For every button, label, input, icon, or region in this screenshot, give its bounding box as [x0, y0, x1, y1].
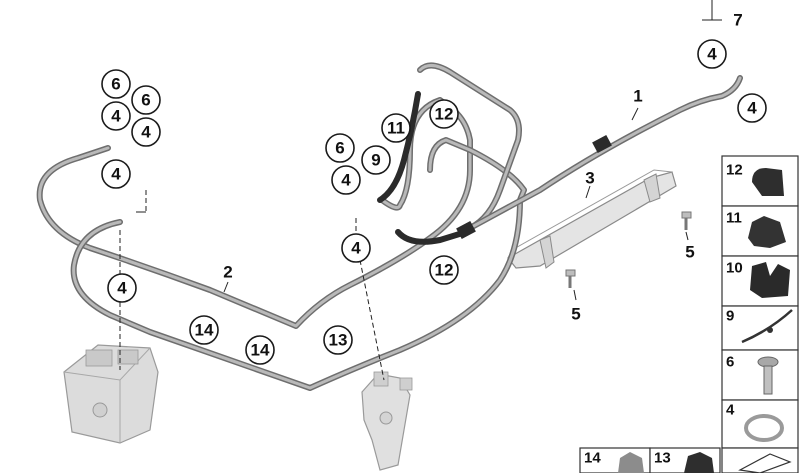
callout-11: 11 [381, 113, 411, 143]
svg-text:10: 10 [726, 260, 743, 277]
callout-4: 4 [101, 159, 131, 189]
svg-text:4: 4 [141, 123, 151, 142]
svg-text:14: 14 [195, 321, 214, 340]
svg-text:4: 4 [111, 165, 121, 184]
svg-text:4: 4 [117, 279, 127, 298]
brake-pipes [36, 62, 743, 391]
leader-lines [119, 0, 722, 381]
label-1: 1 [633, 87, 642, 106]
svg-text:4: 4 [726, 402, 735, 419]
label-5: 5 [571, 305, 580, 324]
svg-text:4: 4 [707, 45, 717, 64]
callout-14: 14 [189, 315, 219, 345]
svg-text:14: 14 [251, 341, 270, 360]
label-5: 5 [685, 243, 694, 262]
svg-text:6: 6 [111, 75, 120, 94]
svg-text:11: 11 [387, 119, 405, 138]
callout-4: 4 [697, 39, 727, 69]
svg-text:12: 12 [435, 105, 454, 124]
svg-text:4: 4 [747, 99, 757, 118]
legend-panel-6: 6 [721, 349, 799, 401]
label-2: 2 [223, 263, 232, 282]
svg-text:13: 13 [329, 331, 348, 350]
legend-panel-blank [721, 447, 799, 473]
label-7: 7 [733, 11, 742, 30]
master-cylinder-illustration [361, 371, 413, 471]
svg-text:9: 9 [371, 151, 380, 170]
svg-text:14: 14 [584, 450, 601, 467]
svg-text:9: 9 [726, 308, 734, 325]
svg-text:12: 12 [726, 162, 743, 179]
legend-panel-14: 14 [579, 447, 651, 473]
callout-6: 6 [101, 69, 131, 99]
callout-4: 4 [331, 165, 361, 195]
svg-text:13: 13 [654, 450, 671, 467]
svg-text:6: 6 [726, 354, 734, 371]
svg-text:4: 4 [111, 107, 121, 126]
legend-panel-4: 4 [721, 399, 799, 449]
legend-panel-13: 13 [649, 447, 721, 473]
callout-4: 4 [131, 117, 161, 147]
callout-12: 12 [429, 99, 459, 129]
callout-12: 12 [429, 255, 459, 285]
svg-text:6: 6 [141, 91, 150, 110]
callout-14: 14 [245, 335, 275, 365]
legend-panel-10: 10 [721, 255, 799, 307]
svg-text:12: 12 [435, 261, 454, 280]
callout-13: 13 [323, 325, 353, 355]
callout-6: 6 [131, 85, 161, 115]
callout-4: 4 [341, 233, 371, 263]
bolt-illustration [565, 211, 692, 288]
legend-panel-11: 11 [721, 205, 799, 257]
callout-4: 4 [101, 101, 131, 131]
callout-9: 9 [361, 145, 391, 175]
callout-6: 6 [325, 133, 355, 163]
callout-4: 4 [737, 93, 767, 123]
legend-panel-9: 9 [721, 305, 799, 351]
abs-unit-illustration [63, 344, 159, 444]
callout-4: 4 [107, 273, 137, 303]
svg-text:11: 11 [726, 210, 742, 227]
svg-text:4: 4 [351, 239, 361, 258]
svg-text:4: 4 [341, 171, 351, 190]
legend-panel-12: 12 [721, 155, 799, 207]
label-3: 3 [585, 169, 594, 188]
svg-text:6: 6 [335, 139, 344, 158]
